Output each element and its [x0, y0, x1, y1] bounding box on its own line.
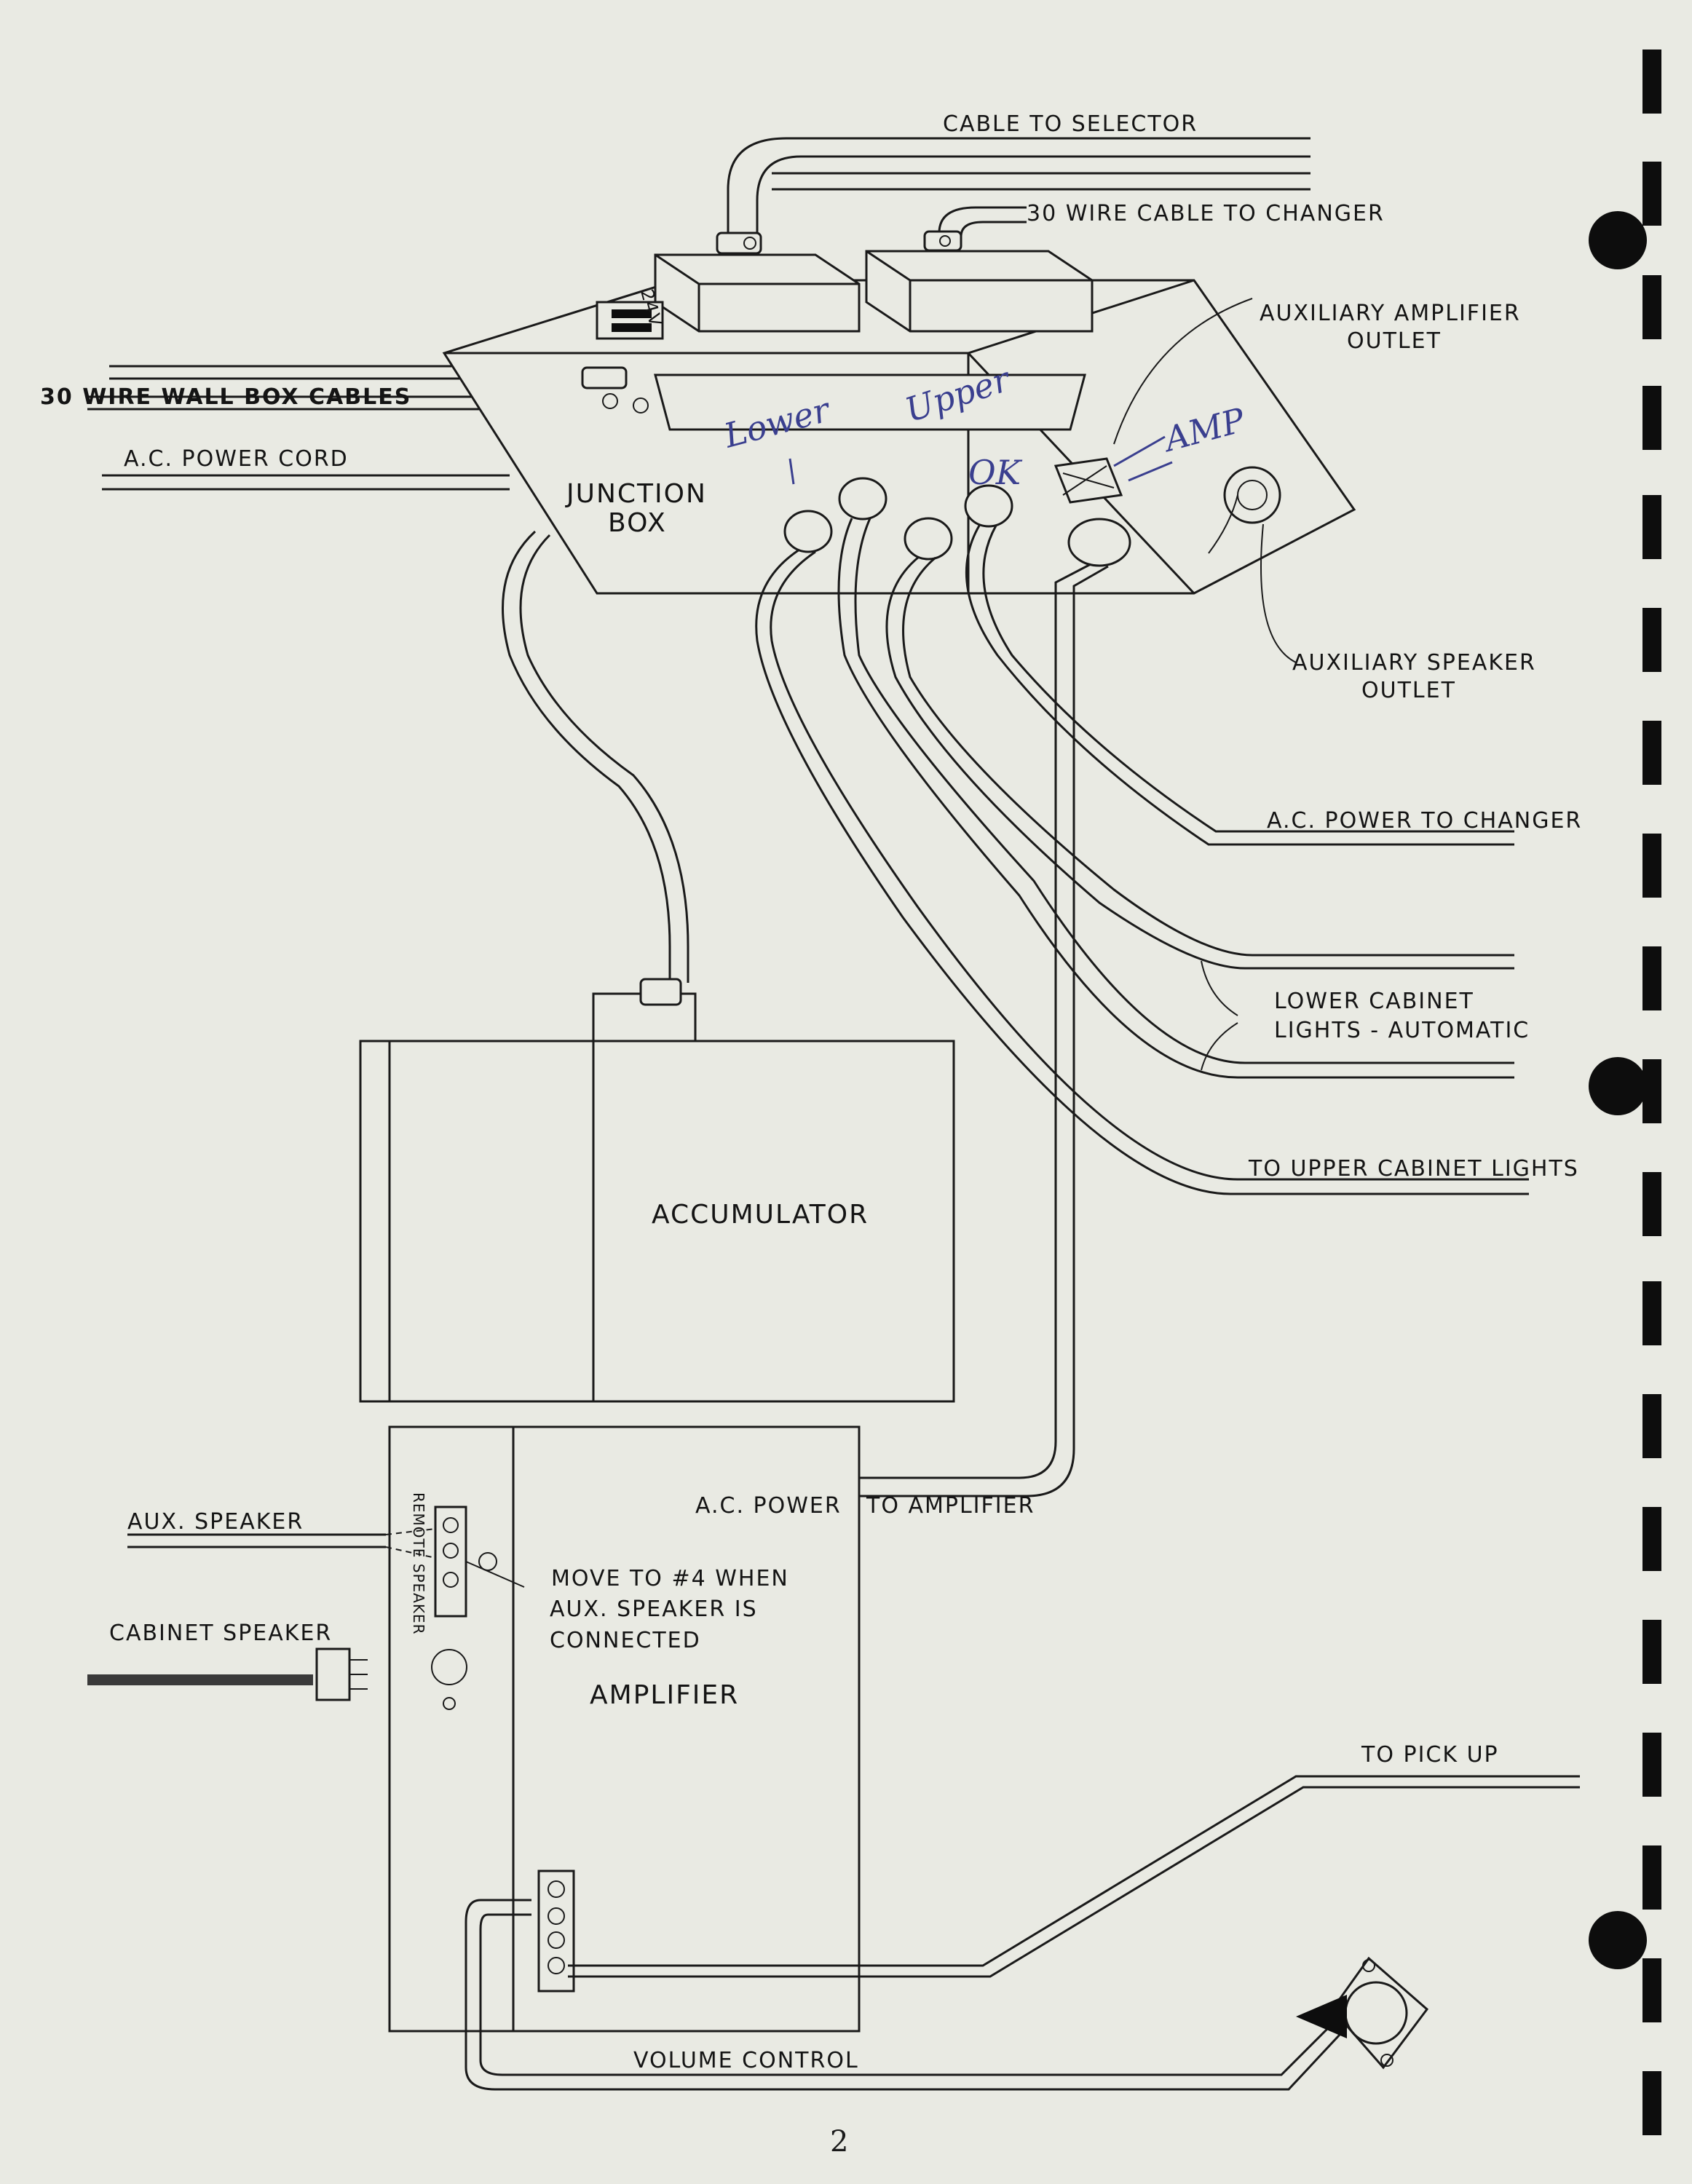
label-aux-speaker-outlet-1: AUXILIARY SPEAKER	[1292, 650, 1536, 676]
label-volume-control: VOLUME CONTROL	[633, 2048, 859, 2073]
label-aux-amp-outlet-2: OUTLET	[1347, 328, 1442, 354]
label-wall-box-cables: 30 WIRE WALL BOX CABLES	[40, 384, 411, 410]
binder-punch-marks	[1589, 50, 1661, 2135]
accumulator-unit	[359, 978, 955, 1403]
label-remote-speaker: REMOTE SPEAKER	[410, 1492, 427, 1634]
label-amplifier: AMPLIFIER	[590, 1680, 739, 1710]
label-to-pick-up: TO PICK UP	[1361, 1742, 1499, 1768]
handwriting-ok: OK	[968, 453, 1023, 492]
cords-from-junction	[502, 298, 1529, 1497]
page-number: 2	[830, 2125, 848, 2159]
label-lights-automatic: LIGHTS - AUTOMATIC	[1274, 1018, 1530, 1043]
label-aux-speaker-outlet-2: OUTLET	[1361, 678, 1456, 703]
junction-box	[442, 230, 1356, 595]
label-aux-speaker: AUX. SPEAKER	[127, 1509, 304, 1535]
label-box: BOX	[608, 508, 667, 538]
label-move-note-3: CONNECTED	[550, 1628, 701, 1653]
label-accumulator: ACCUMULATOR	[652, 1200, 869, 1230]
label-to-upper-cabinet-lights: TO UPPER CABINET LIGHTS	[1248, 1156, 1579, 1182]
label-to-amplifier: TO AMPLIFIER	[866, 1493, 1035, 1519]
pickup-and-volume-wiring	[464, 1775, 1580, 2091]
label-ac-power-to-changer: A.C. POWER TO CHANGER	[1267, 808, 1582, 834]
label-move-note-2: AUX. SPEAKER IS	[550, 1597, 758, 1622]
label-cabinet-speaker: CABINET SPEAKER	[109, 1621, 332, 1646]
label-ac-power-cord: A.C. POWER CORD	[124, 446, 349, 472]
label-ac-power: A.C. POWER	[695, 1493, 842, 1519]
amplifier-unit	[388, 1425, 861, 2033]
label-move-note-1: MOVE TO #4 WHEN	[551, 1566, 789, 1591]
label-lower-cabinet: LOWER CABINET	[1274, 989, 1474, 1014]
diagram-labels: CABLE TO SELECTOR 30 WIRE CABLE TO CHANG…	[40, 111, 1582, 2159]
label-cable-to-selector: CABLE TO SELECTOR	[943, 111, 1198, 137]
label-junction: JUNCTION	[565, 479, 707, 509]
label-aux-amp-outlet-1: AUXILIARY AMPLIFIER	[1260, 301, 1521, 326]
speaker-leads	[87, 1528, 525, 1701]
label-30-wire-cable-to-changer: 30 WIRE CABLE TO CHANGER	[1027, 201, 1385, 226]
